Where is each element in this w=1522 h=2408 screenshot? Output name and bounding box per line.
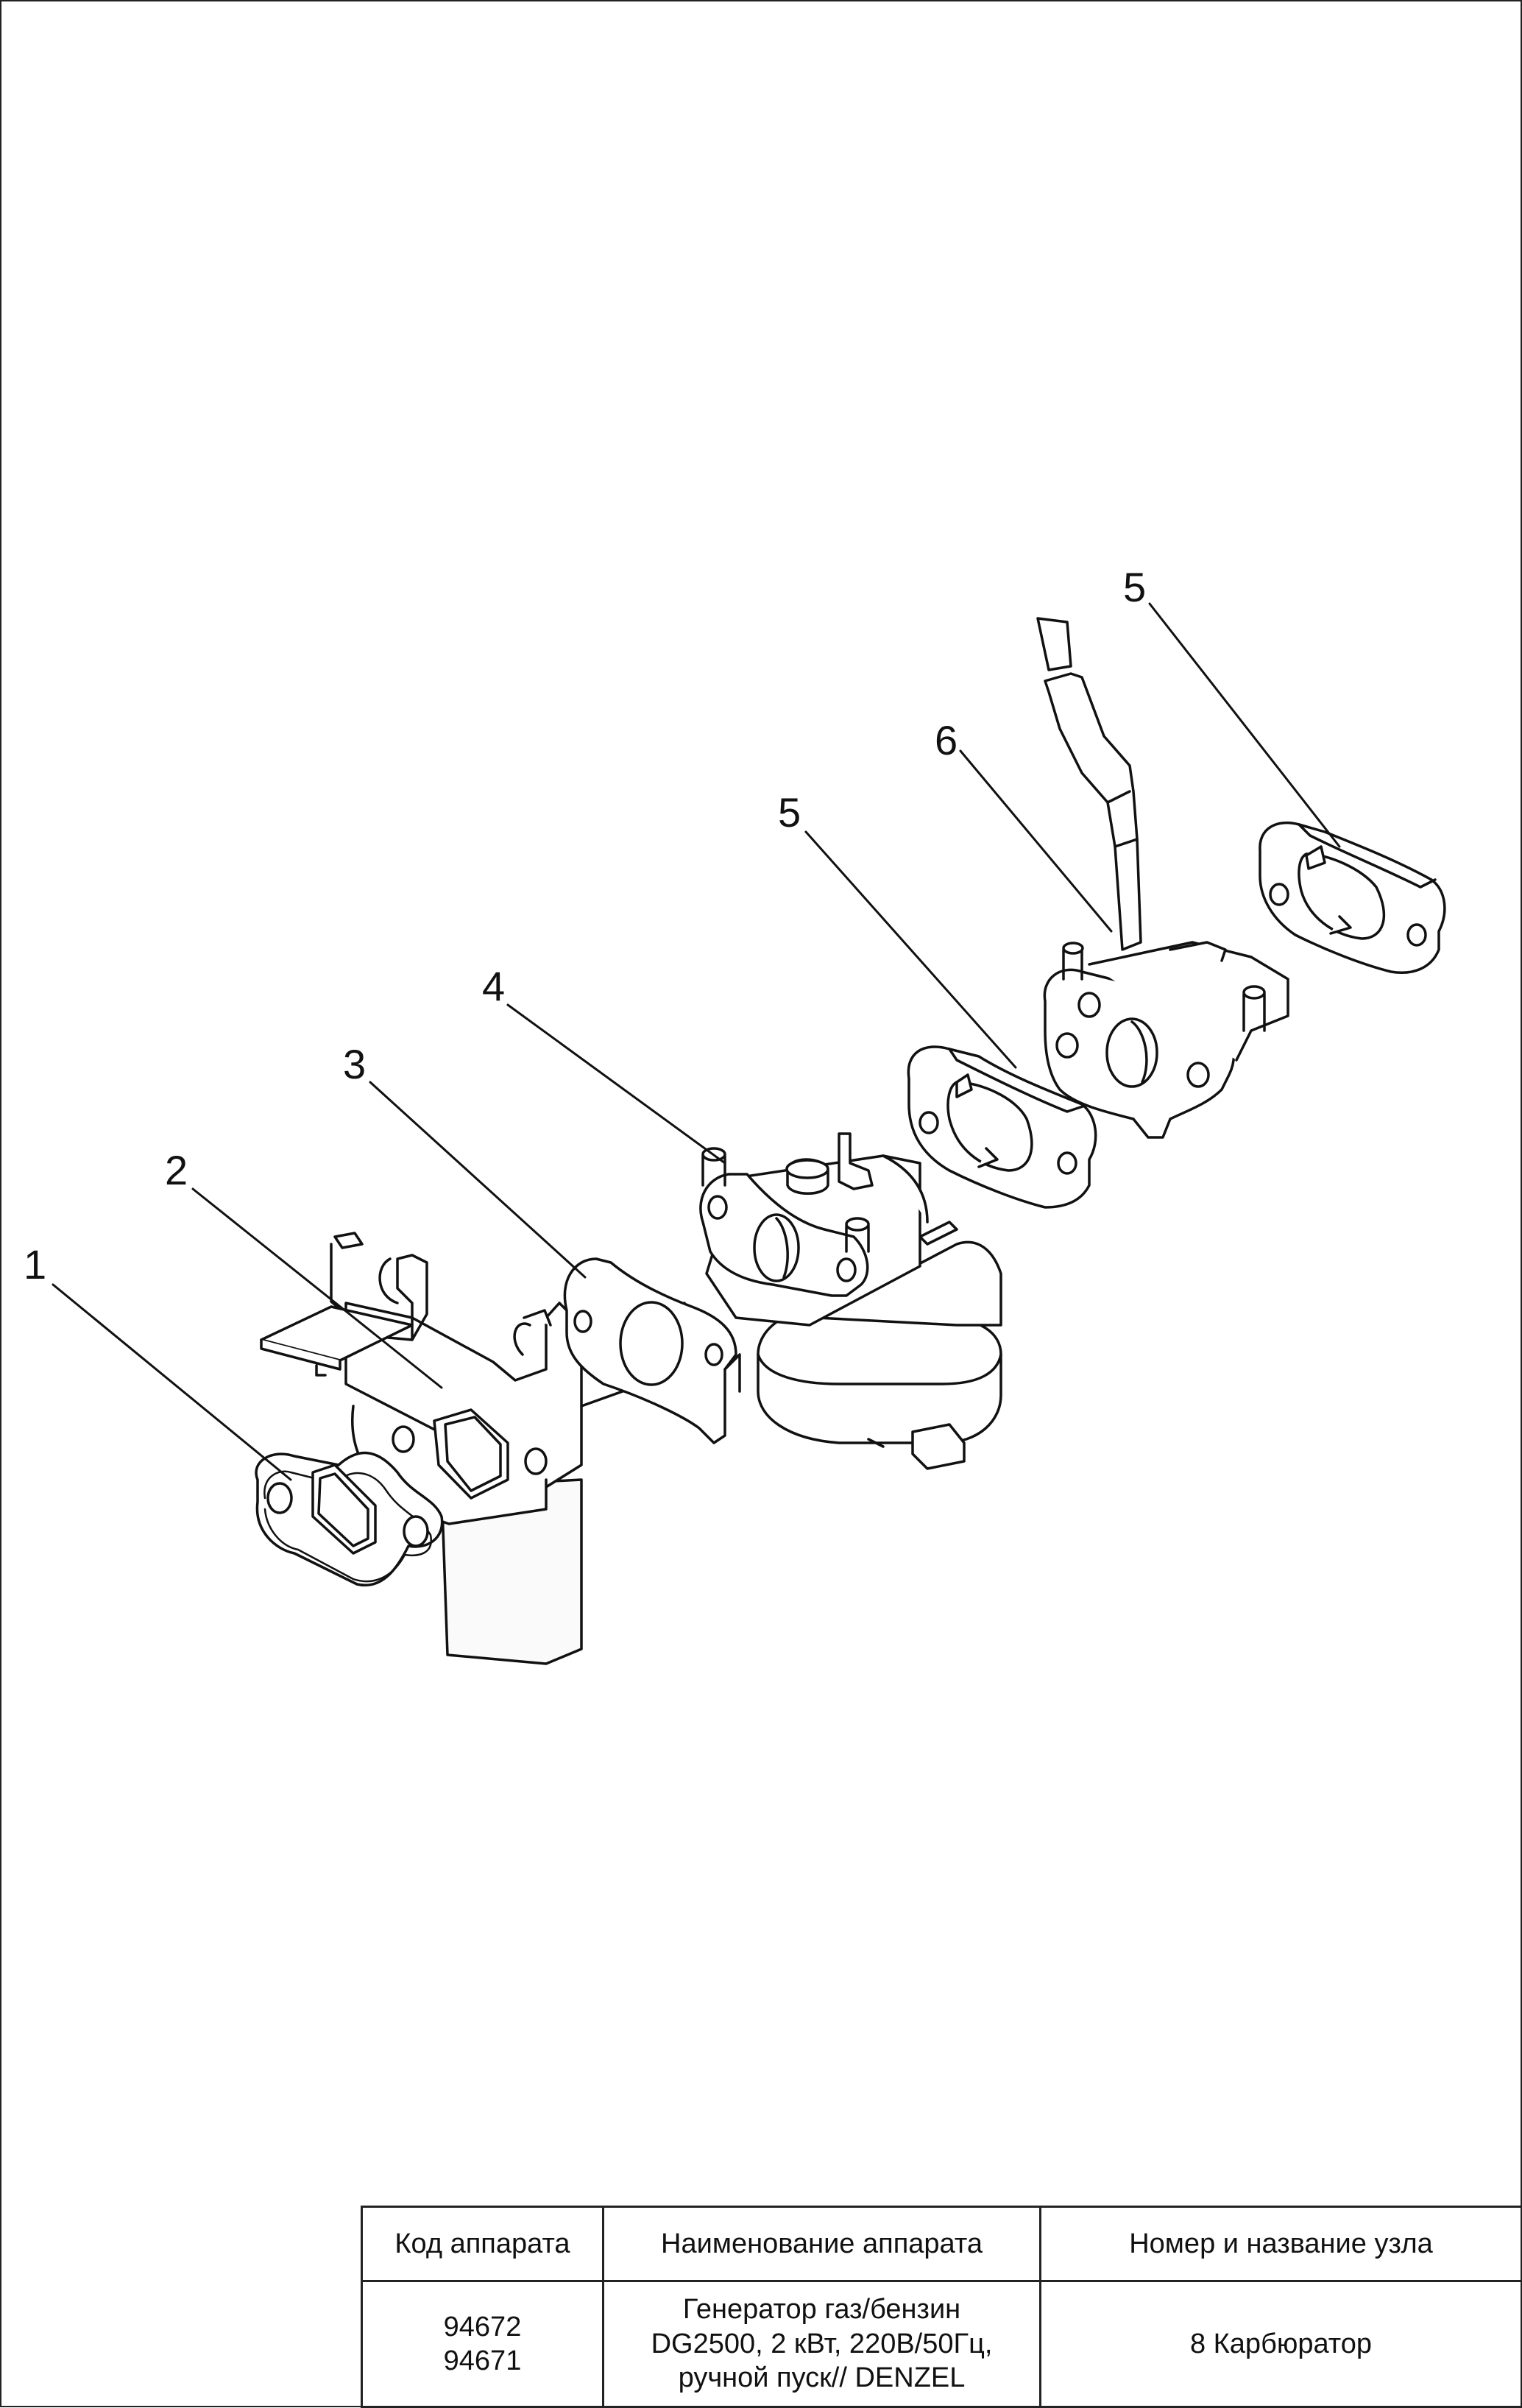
callout-4: 4 [482, 963, 506, 1009]
callout-3: 3 [343, 1041, 367, 1087]
name-line: Генератор газ/бензин [682, 2294, 961, 2326]
title-block: Код аппарата Наименование аппарата Номер… [361, 2206, 1522, 2408]
part-5-gasket-b [1259, 821, 1446, 974]
title-block-header-row: Код аппарата Наименование аппарата Номер… [361, 2206, 1522, 2282]
code-value: 94671 [443, 2345, 522, 2376]
part-2-intake-bracket [260, 1232, 686, 1665]
callout-6: 6 [935, 717, 958, 763]
name-line: DG2500, 2 кВт, 220В/50Гц, [651, 2328, 993, 2359]
header-code: Код аппарата [361, 2206, 604, 2282]
header-unit: Номер и название узла [1039, 2206, 1522, 2282]
part-4-carburetor [699, 1132, 1002, 1470]
cell-codes: 94672 94671 [361, 2280, 604, 2408]
exploded-view-drawing [52, 602, 1446, 1665]
part-5-gasket-a [907, 1045, 1097, 1209]
callout-5b: 5 [1123, 564, 1147, 610]
leader-lines [52, 602, 1341, 1481]
part-1-gasket [255, 1451, 444, 1587]
callout-5a: 5 [778, 789, 801, 836]
name-line: ручной пуск// DENZEL [678, 2362, 966, 2394]
part-3-insulator [563, 1257, 741, 1444]
callout-1: 1 [24, 1241, 47, 1288]
cell-name: Генератор газ/бензин DG2500, 2 кВт, 220В… [602, 2280, 1041, 2408]
code-value: 94672 [443, 2311, 522, 2342]
cell-unit: 8 Карбюратор [1039, 2280, 1522, 2408]
title-block-data-row: 94672 94671 Генератор газ/бензин DG2500,… [361, 2280, 1522, 2408]
part-6-air-cleaner-base [1036, 617, 1289, 1139]
header-name: Наименование аппарата [602, 2206, 1041, 2282]
callout-2: 2 [165, 1147, 188, 1193]
